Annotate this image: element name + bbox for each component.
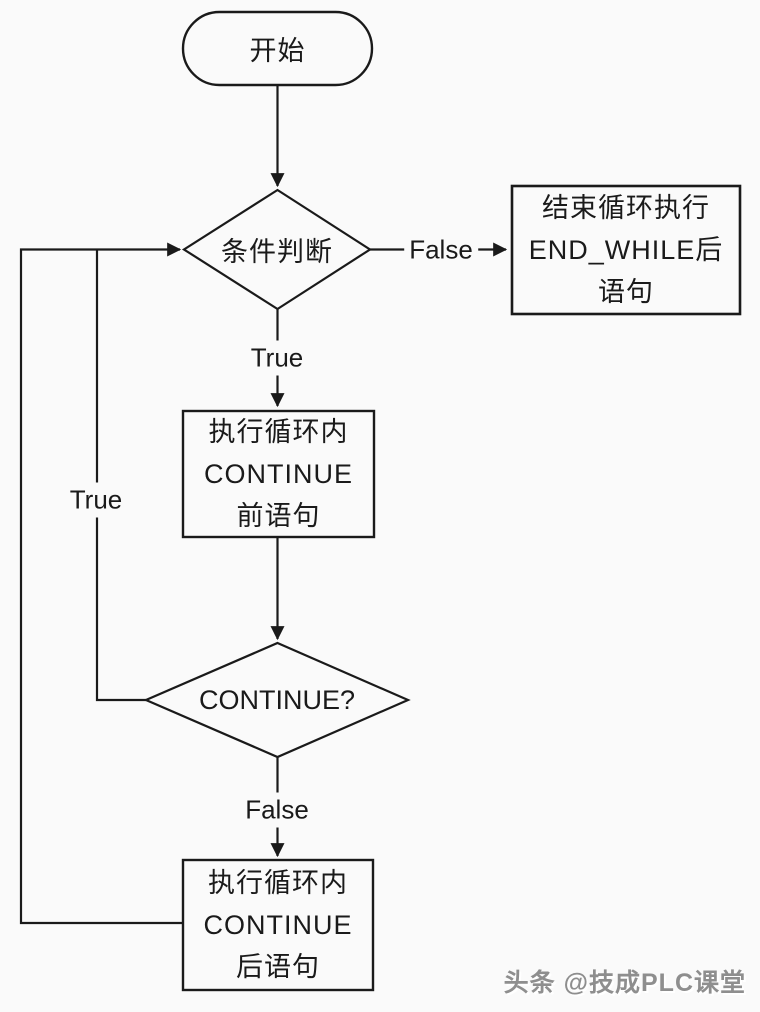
pre-continue-box-text: 执行循环内 CONTINUE 前语句 xyxy=(183,411,374,537)
end-while-line-3: 语句 xyxy=(598,277,654,307)
post-continue-box-shape xyxy=(181,858,375,992)
pre-continue-box-shape xyxy=(181,409,376,539)
condition-false-edge-label: False xyxy=(404,232,478,268)
condition-true-edge-label: True xyxy=(245,340,309,376)
edge-postbox-loop-to-condition xyxy=(19,242,183,925)
end-while-line-1: 结束循环执行 xyxy=(542,193,710,223)
watermark-text: 头条 @技成PLC课堂 xyxy=(503,969,746,997)
post-continue-line-3: 后语句 xyxy=(236,952,320,982)
end-while-box-shape xyxy=(510,184,742,316)
post-continue-line-2: CONTINUE xyxy=(203,910,353,940)
continue-false-edge-label: False xyxy=(240,792,314,828)
pre-continue-line-2: CONTINUE xyxy=(204,459,353,489)
post-continue-line-1: 执行循环内 xyxy=(208,868,348,898)
end-while-line-2: END_WHILE后 xyxy=(528,235,724,265)
pre-continue-line-1: 执行循环内 xyxy=(208,417,349,447)
edge-continue-true-loop xyxy=(95,250,146,702)
condition-diamond-label: 条件判断 xyxy=(221,237,333,267)
continue-diamond-label: CONTINUE? xyxy=(198,684,355,715)
post-continue-box-text: 执行循环内 CONTINUE 后语句 xyxy=(183,860,373,990)
start-node-label: 开始 xyxy=(249,36,306,66)
pre-continue-line-3: 前语句 xyxy=(236,501,321,531)
continue-true-edge-label: True xyxy=(64,482,128,518)
end-while-box-text: 结束循环执行 END_WHILE后 语句 xyxy=(512,186,740,314)
